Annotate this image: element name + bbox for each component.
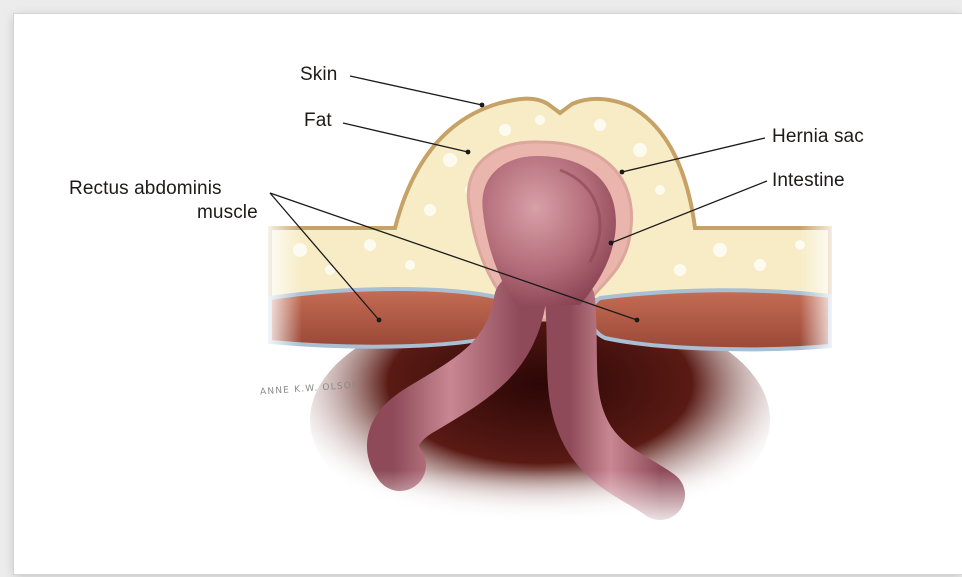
label-hernia-sac: Hernia sac <box>772 126 864 148</box>
label-skin: Skin <box>300 64 337 86</box>
hernia-illustration <box>14 14 962 574</box>
label-fat: Fat <box>304 110 332 132</box>
figure-card: Skin Fat Rectus abdominis muscle Hernia … <box>14 14 962 574</box>
label-rectus-abdominis: Rectus abdominis <box>69 178 222 200</box>
label-rectus-muscle: muscle <box>197 202 258 224</box>
rectus-muscle-right <box>590 290 830 349</box>
label-intestine: Intestine <box>772 170 845 192</box>
